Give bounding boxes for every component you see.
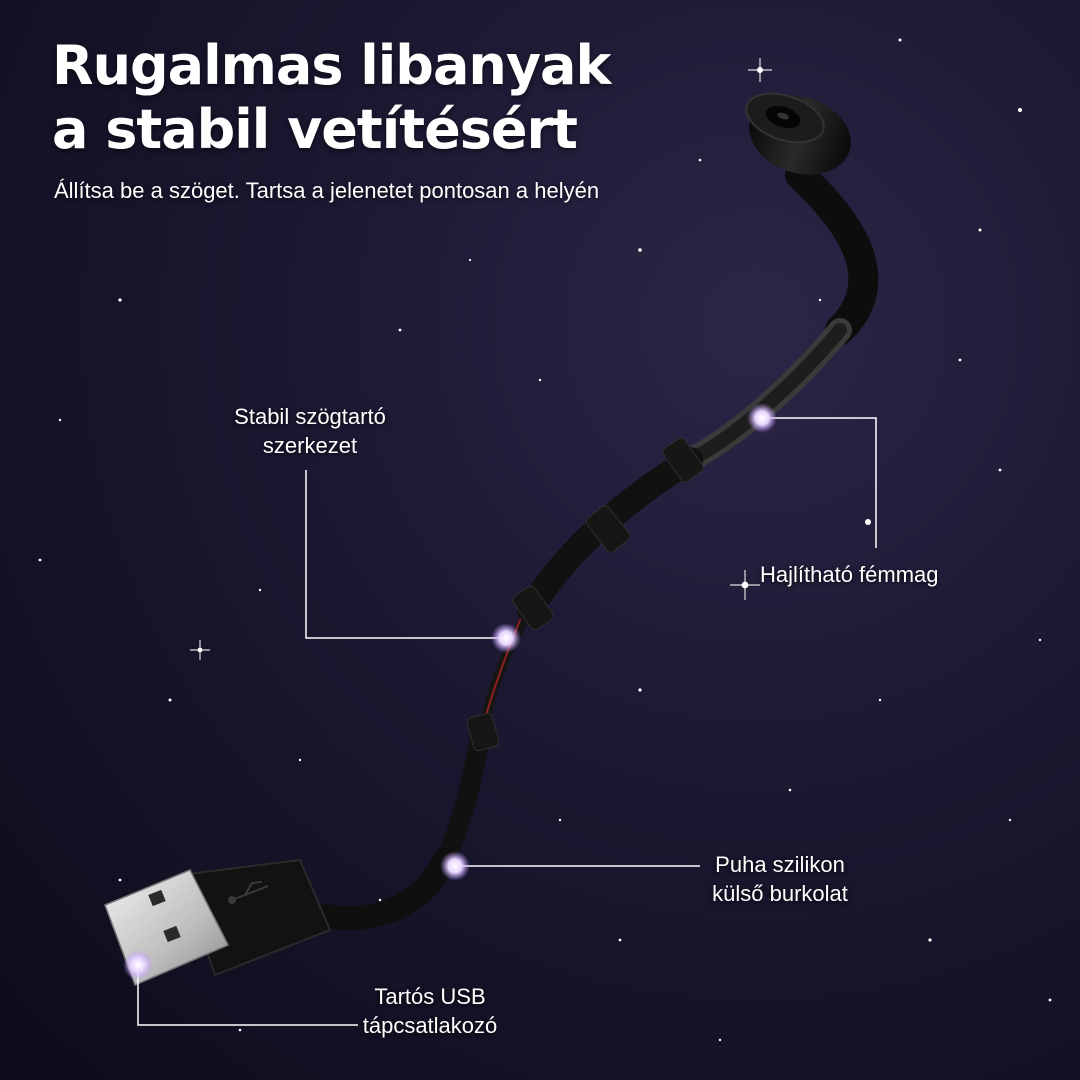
stars	[38, 38, 1052, 1042]
callout-label-silicone: Puha szilikon külső burkolat	[690, 850, 870, 908]
callout-dot-metal	[747, 403, 777, 433]
callout-angle-line-2: szerkezet	[262, 433, 358, 458]
cable-rings	[466, 437, 704, 752]
gooseneck-cable	[308, 160, 879, 930]
sparkle-stars	[190, 58, 772, 660]
callout-dot-angle	[491, 623, 521, 653]
callout-line-metal	[762, 417, 877, 548]
usb-symbol-icon	[228, 881, 269, 904]
callout-dot-usb	[123, 950, 153, 980]
callout-lines	[137, 417, 877, 1026]
projector-head	[745, 92, 851, 175]
callout-angle-line-1: Stabil szögtartó	[234, 404, 386, 429]
headline: Rugalmas libanyak a stabil vetítésért	[52, 34, 611, 162]
headline-line-1: Rugalmas libanyak	[52, 34, 611, 97]
callout-label-angle-holder: Stabil szögtartó szerkezet	[210, 402, 410, 460]
callout-metal-line-1: Hajlítható fémmag	[760, 562, 939, 587]
callout-usb-line-1: Tartós USB	[374, 984, 486, 1009]
callout-silicone-line-2: külső burkolat	[712, 881, 848, 906]
callout-silicone-line-1: Puha szilikon	[715, 852, 845, 877]
callout-dot-silicone	[440, 851, 470, 881]
callout-line-usb	[137, 965, 358, 1026]
callout-usb-line-2: tápcsatlakozó	[362, 1013, 498, 1038]
subtitle: Állítsa be a szöget. Tartsa a jelenetet …	[54, 178, 600, 203]
callout-label-usb: Tartós USB tápcsatlakozó	[330, 982, 530, 1040]
callout-dots	[123, 403, 777, 980]
headline-line-2: a stabil vetítésért	[52, 98, 578, 161]
callout-label-metal-core: Hajlítható fémmag	[760, 560, 980, 589]
callout-line-angle	[305, 470, 506, 639]
